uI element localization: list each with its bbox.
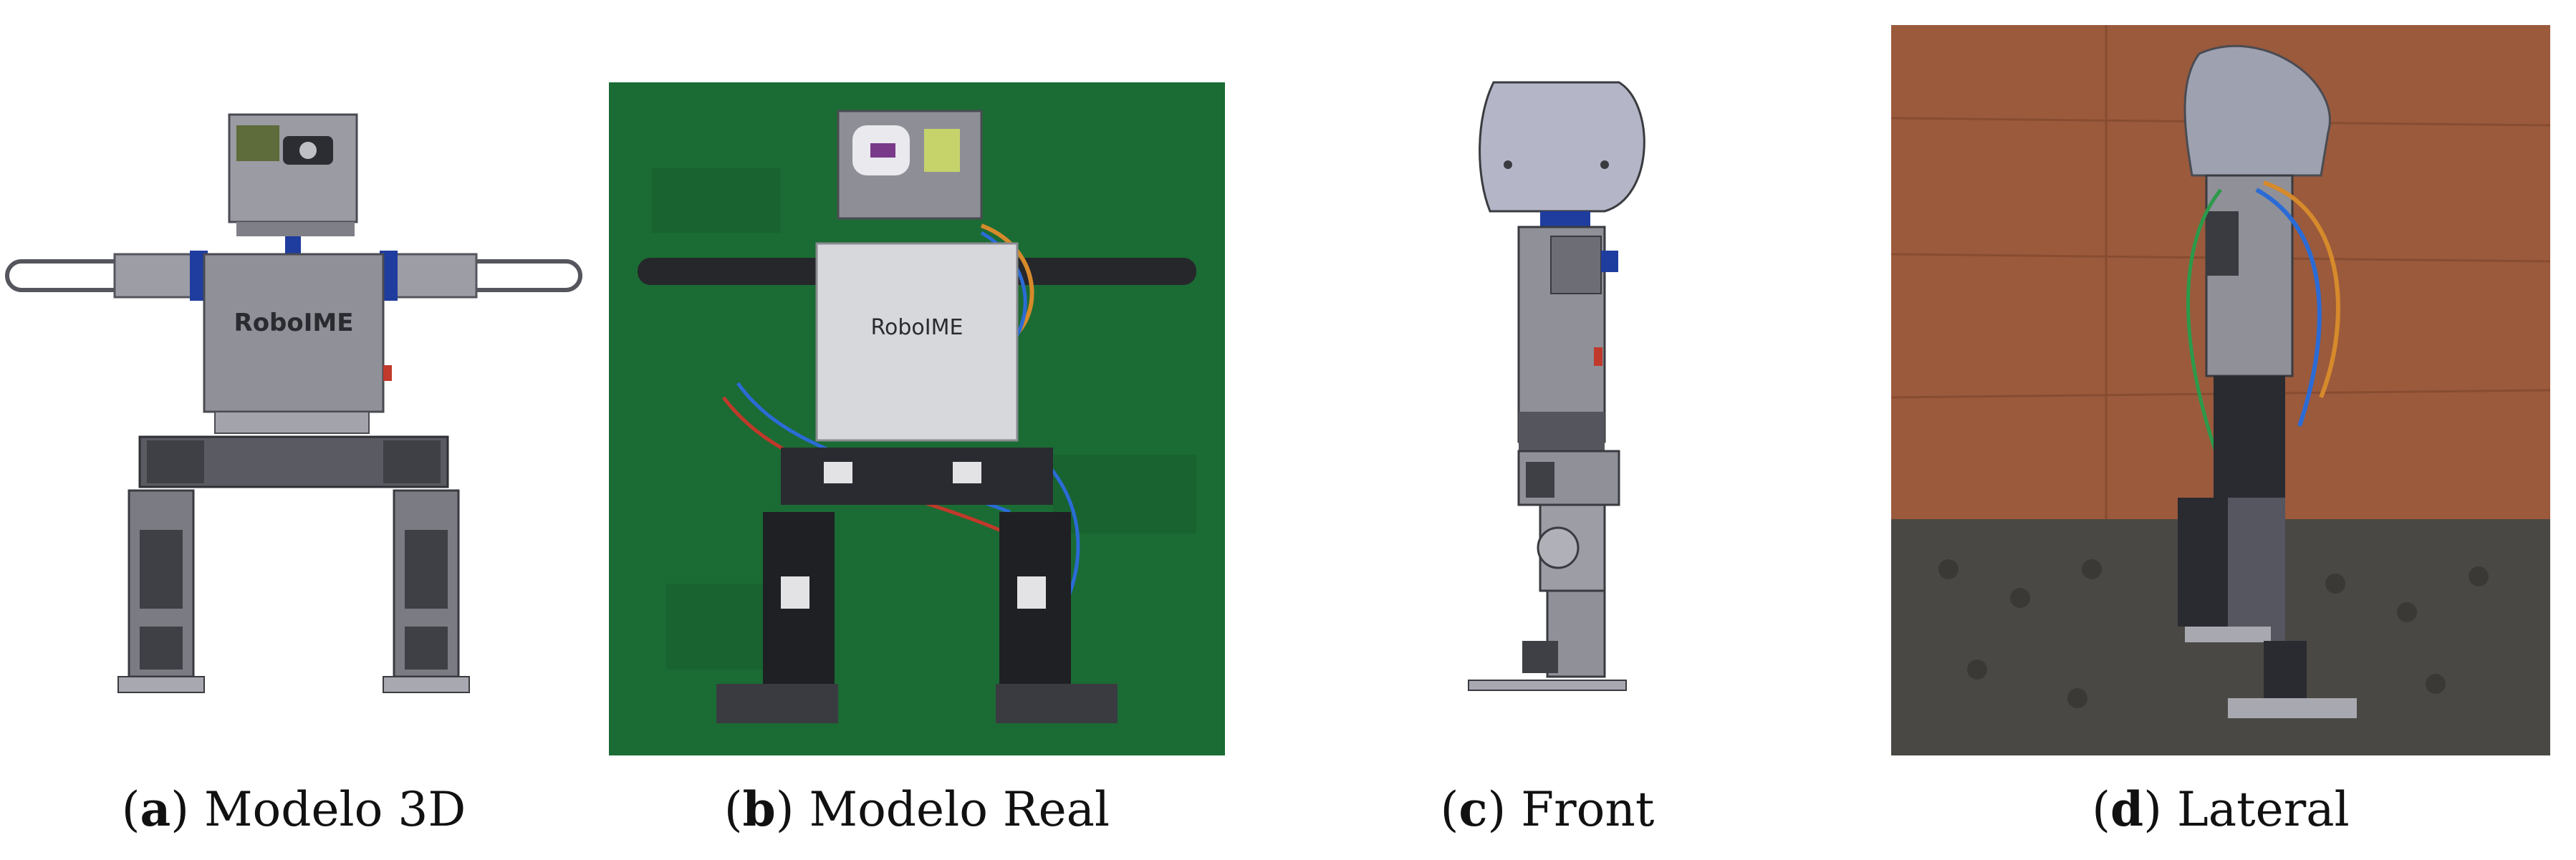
panel-b-image: RoboIME	[609, 82, 1225, 755]
caption-a-letter: a	[140, 781, 171, 837]
panel-b-chest-text: RoboIME	[871, 315, 963, 340]
caption-d-label: Lateral	[2176, 782, 2350, 837]
caption-a-label: Modelo 3D	[203, 782, 466, 837]
caption-b-label: Modelo Real	[809, 782, 1110, 837]
caption-c: (c) Front	[1440, 781, 1655, 837]
caption-b-letter: b	[742, 781, 776, 837]
caption-d: (d) Lateral	[2092, 781, 2350, 837]
panel-c-image	[1440, 75, 1655, 705]
caption-c-letter: c	[1458, 781, 1488, 837]
panel-d-image	[1891, 25, 2550, 755]
caption-c-label: Front	[1521, 782, 1655, 837]
panel-a-image: RoboIME	[0, 107, 587, 716]
cad-robot-front-illustration: RoboIME	[5, 113, 582, 693]
caption-b: (b) Modelo Real	[724, 781, 1110, 837]
caption-a: (a) Modelo 3D	[121, 781, 466, 837]
real-robot-lateral-photo-illustration	[1891, 25, 2550, 755]
real-robot-photo-illustration: RoboIME	[609, 82, 1225, 755]
caption-d-letter: d	[2110, 781, 2144, 837]
panel-a-chest-text: RoboIME	[234, 309, 354, 337]
cad-robot-side-illustration	[1468, 81, 1645, 691]
